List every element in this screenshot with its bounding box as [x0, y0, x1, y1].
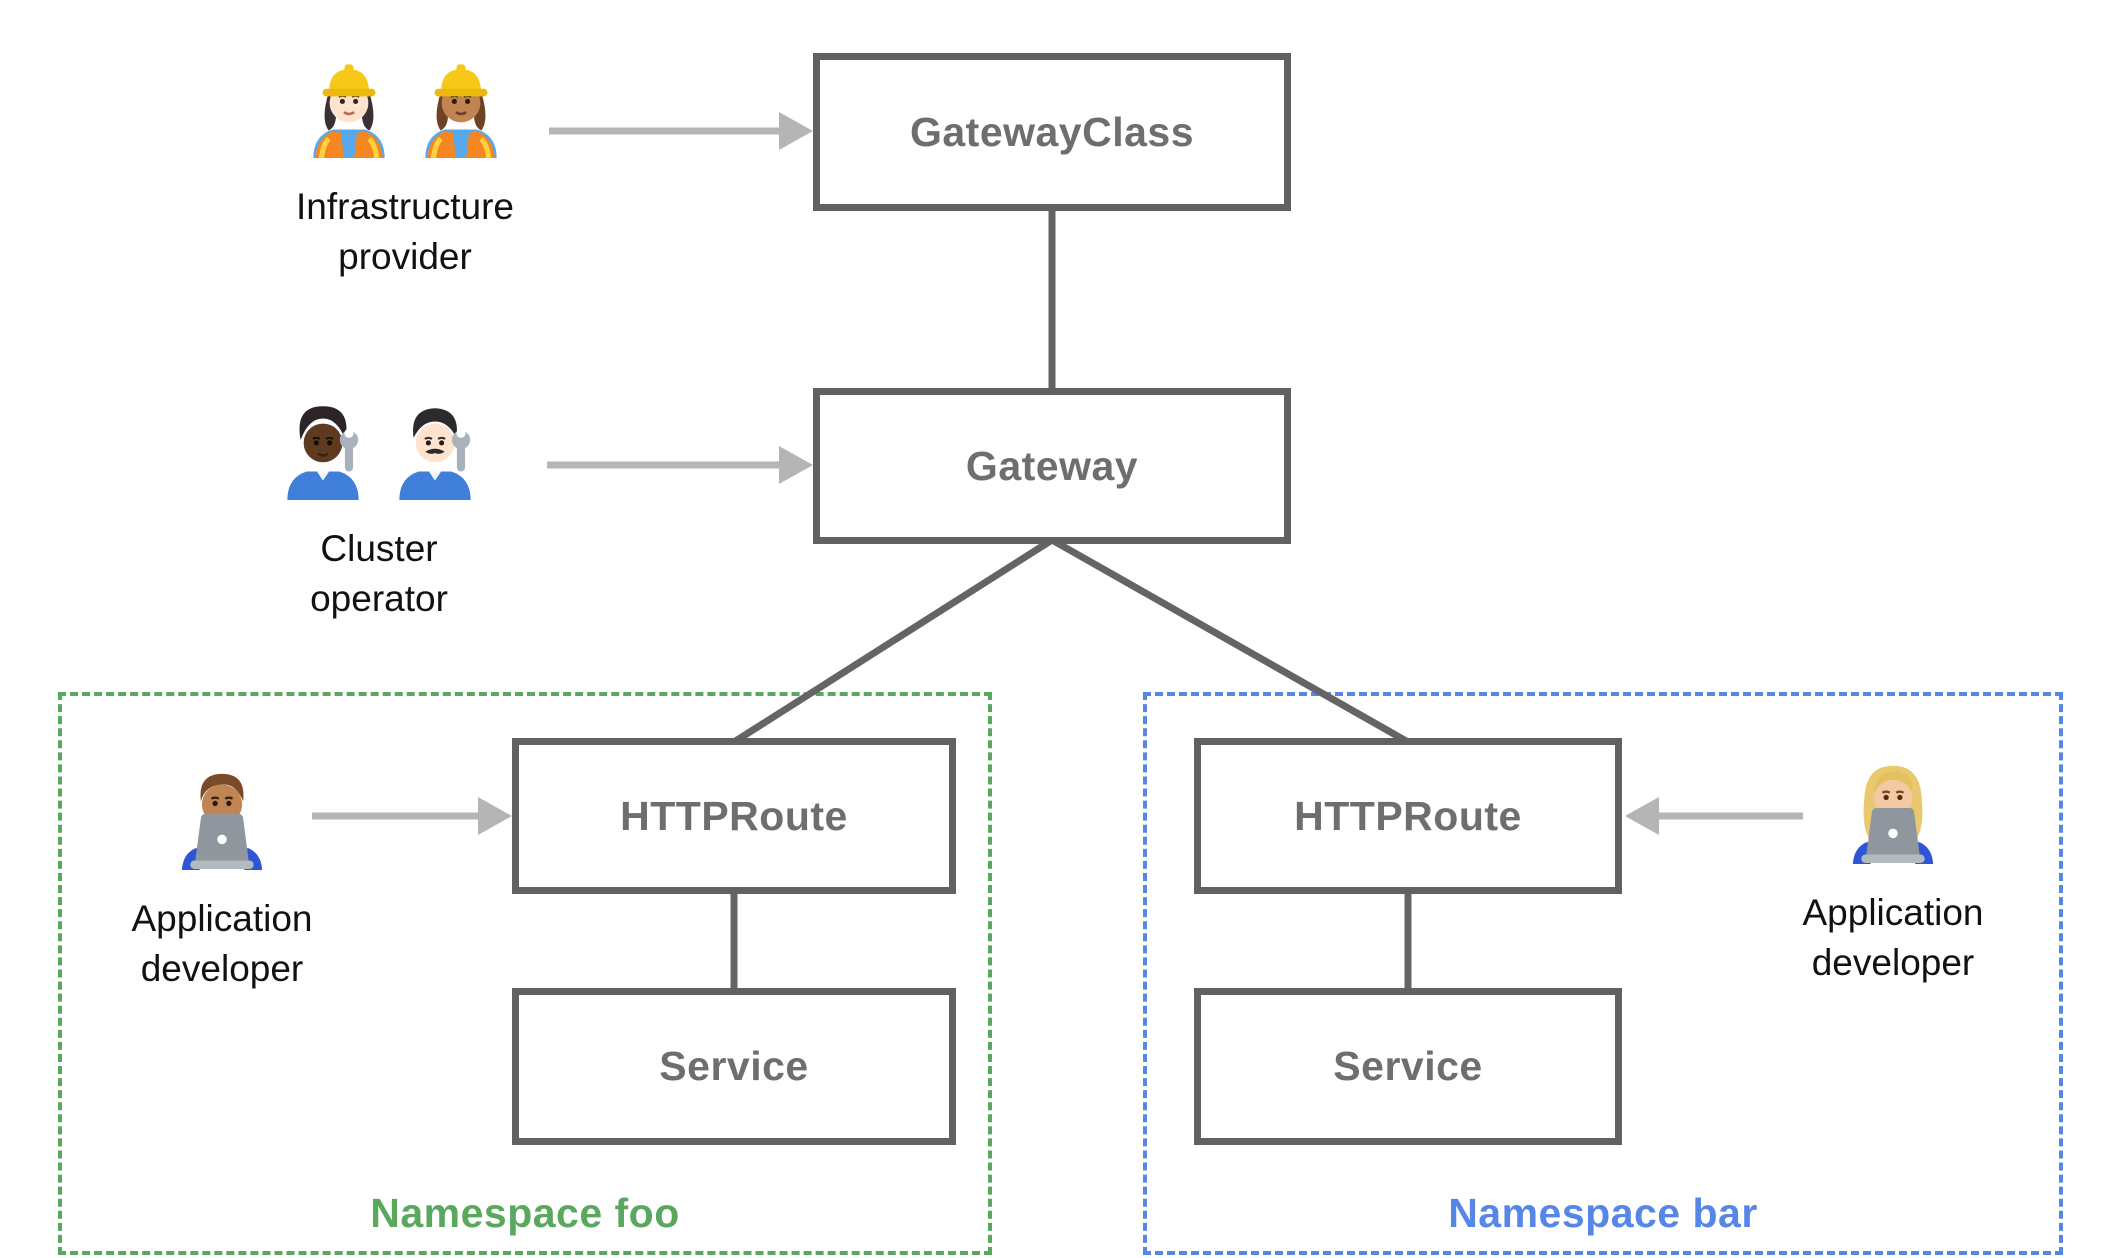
persona-infrastructure-provider: Infrastructure provider: [225, 50, 585, 283]
node-gatewayclass-label: GatewayClass: [909, 108, 1195, 155]
apple-logo: [1888, 828, 1898, 839]
node-gateway-label: Gateway: [965, 442, 1139, 489]
wrench: [451, 428, 471, 472]
woman-technologist-medium-light-skin-icon: [1852, 765, 1934, 864]
infrastructure-provider-label-line2: provider: [338, 236, 472, 278]
man-technologist-medium-skin-icon: [181, 773, 263, 870]
cluster-operator-label: Cluster operator: [310, 524, 448, 625]
node-gatewayclass: GatewayClass: [813, 53, 1291, 211]
laptop: [190, 814, 254, 869]
persona-application-developer-bar: Application developer: [1713, 752, 2073, 989]
application-developer-bar-icons: [1835, 752, 1951, 864]
application-developer-bar-label-line2: developer: [1811, 942, 1975, 984]
node-httproute-bar: HTTPRoute: [1194, 738, 1622, 894]
woman-construction-worker-medium-skin-icon: [425, 64, 497, 158]
hard-hat: [329, 69, 369, 92]
persona-cluster-operator: Cluster operator: [199, 392, 559, 625]
application-developer-foo-label-line1: Application: [131, 898, 313, 939]
node-service-foo: Service: [512, 988, 956, 1145]
namespace-bar-boundary: Namespace bar: [1143, 692, 2063, 1255]
namespace-foo-boundary: Namespace foo: [58, 692, 992, 1255]
node-service-foo-label: Service: [659, 1043, 809, 1089]
cluster-operator-label-line2: operator: [310, 578, 448, 620]
namespace-bar-label: Namespace bar: [1448, 1190, 1758, 1236]
application-developer-foo-label-line2: developer: [140, 948, 304, 990]
application-developer-foo-label: Application developer: [131, 894, 312, 995]
cluster-operator-icons: [272, 392, 486, 500]
wrench: [339, 428, 359, 472]
arrow-cluster-operator-to-gateway: [547, 446, 813, 484]
apple-logo: [217, 834, 227, 845]
node-gateway: Gateway: [813, 388, 1291, 544]
node-httproute-bar-label: HTTPRoute: [1294, 792, 1522, 839]
man-mechanic-light-skin-icon: [399, 408, 471, 500]
persona-application-developer-foo: Application developer: [42, 758, 402, 995]
infrastructure-provider-label: Infrastructure provider: [296, 182, 514, 283]
mustache: [425, 448, 445, 454]
node-httproute-foo: HTTPRoute: [512, 738, 956, 894]
laptop: [1861, 808, 1925, 863]
application-developer-bar-label-line1: Application: [1802, 892, 1984, 933]
woman-construction-worker-light-skin-icon: [313, 64, 385, 158]
arrow-infrastructure-provider-to-gatewayclass: [549, 112, 813, 150]
node-service-bar-label: Service: [1333, 1043, 1483, 1089]
node-service-bar: Service: [1194, 988, 1622, 1145]
hard-hat: [441, 69, 481, 92]
infrastructure-provider-icons: [298, 50, 512, 158]
infrastructure-provider-label-line1: Infrastructure: [296, 186, 514, 227]
application-developer-bar-label: Application developer: [1802, 888, 1983, 989]
application-developer-foo-icons: [164, 758, 280, 870]
node-httproute-foo-label: HTTPRoute: [620, 792, 848, 839]
namespace-foo-label: Namespace foo: [370, 1190, 680, 1236]
person-mechanic-dark-skin-icon: [287, 406, 359, 500]
cluster-operator-label-line1: Cluster: [320, 528, 438, 569]
